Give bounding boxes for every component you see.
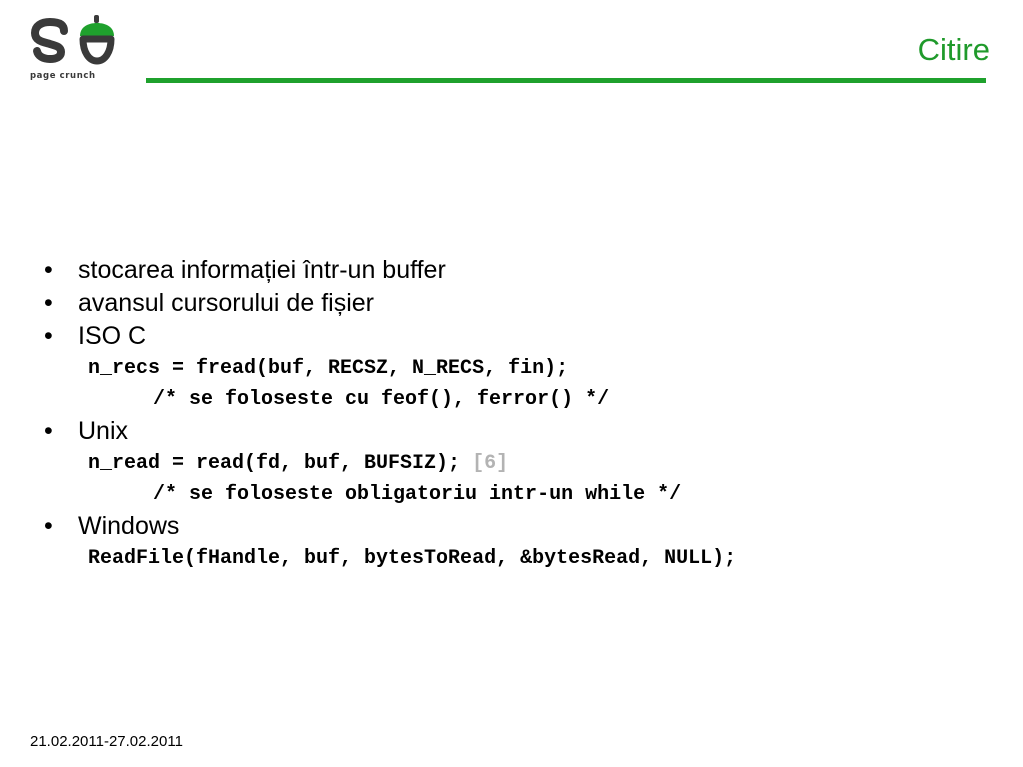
code-comment: /* se foloseste cu feof(), ferror() */	[153, 388, 610, 411]
code-comment: /* se foloseste obligatoriu intr-un whil…	[153, 483, 682, 506]
code-line: n_read = read(fd, buf, BUFSIZ); [6]	[44, 448, 994, 479]
bullet-item: • avansul cursorului de fișier	[44, 287, 994, 320]
bullet-item: • Unix	[44, 415, 994, 448]
logo-text: page crunch	[30, 71, 96, 81]
slide-content: • stocarea informației într-un buffer • …	[44, 254, 994, 574]
reference-marker: [6]	[472, 452, 509, 475]
bullet-text: ISO C	[78, 322, 147, 350]
bullet-marker: •	[44, 322, 53, 350]
slide-title: Citire	[917, 32, 990, 67]
bullet-marker: •	[44, 289, 53, 317]
bullet-text: Windows	[78, 512, 180, 540]
code-text: n_read = read(fd, buf, BUFSIZ);	[88, 452, 473, 475]
logo: page crunch	[30, 14, 118, 86]
code-line: ReadFile(fHandle, buf, bytesToRead, &byt…	[88, 547, 737, 570]
bullet-marker: •	[44, 512, 53, 540]
bullet-marker: •	[44, 256, 53, 284]
bullet-text: stocarea informației într-un buffer	[78, 256, 446, 284]
code-line: n_recs = fread(buf, RECSZ, N_RECS, fin);	[88, 357, 569, 380]
bullet-item: • stocarea informației într-un buffer	[44, 254, 994, 287]
bullet-text: Unix	[78, 417, 129, 445]
footer-date: 21.02.2011-27.02.2011	[30, 733, 183, 750]
acorn-logo-icon	[30, 15, 115, 65]
bullet-text: avansul cursorului de fișier	[78, 289, 374, 317]
title-underline	[146, 78, 986, 83]
bullet-item: • ISO C	[44, 320, 994, 353]
bullet-marker: •	[44, 417, 53, 445]
bullet-item: • Windows	[44, 510, 994, 543]
